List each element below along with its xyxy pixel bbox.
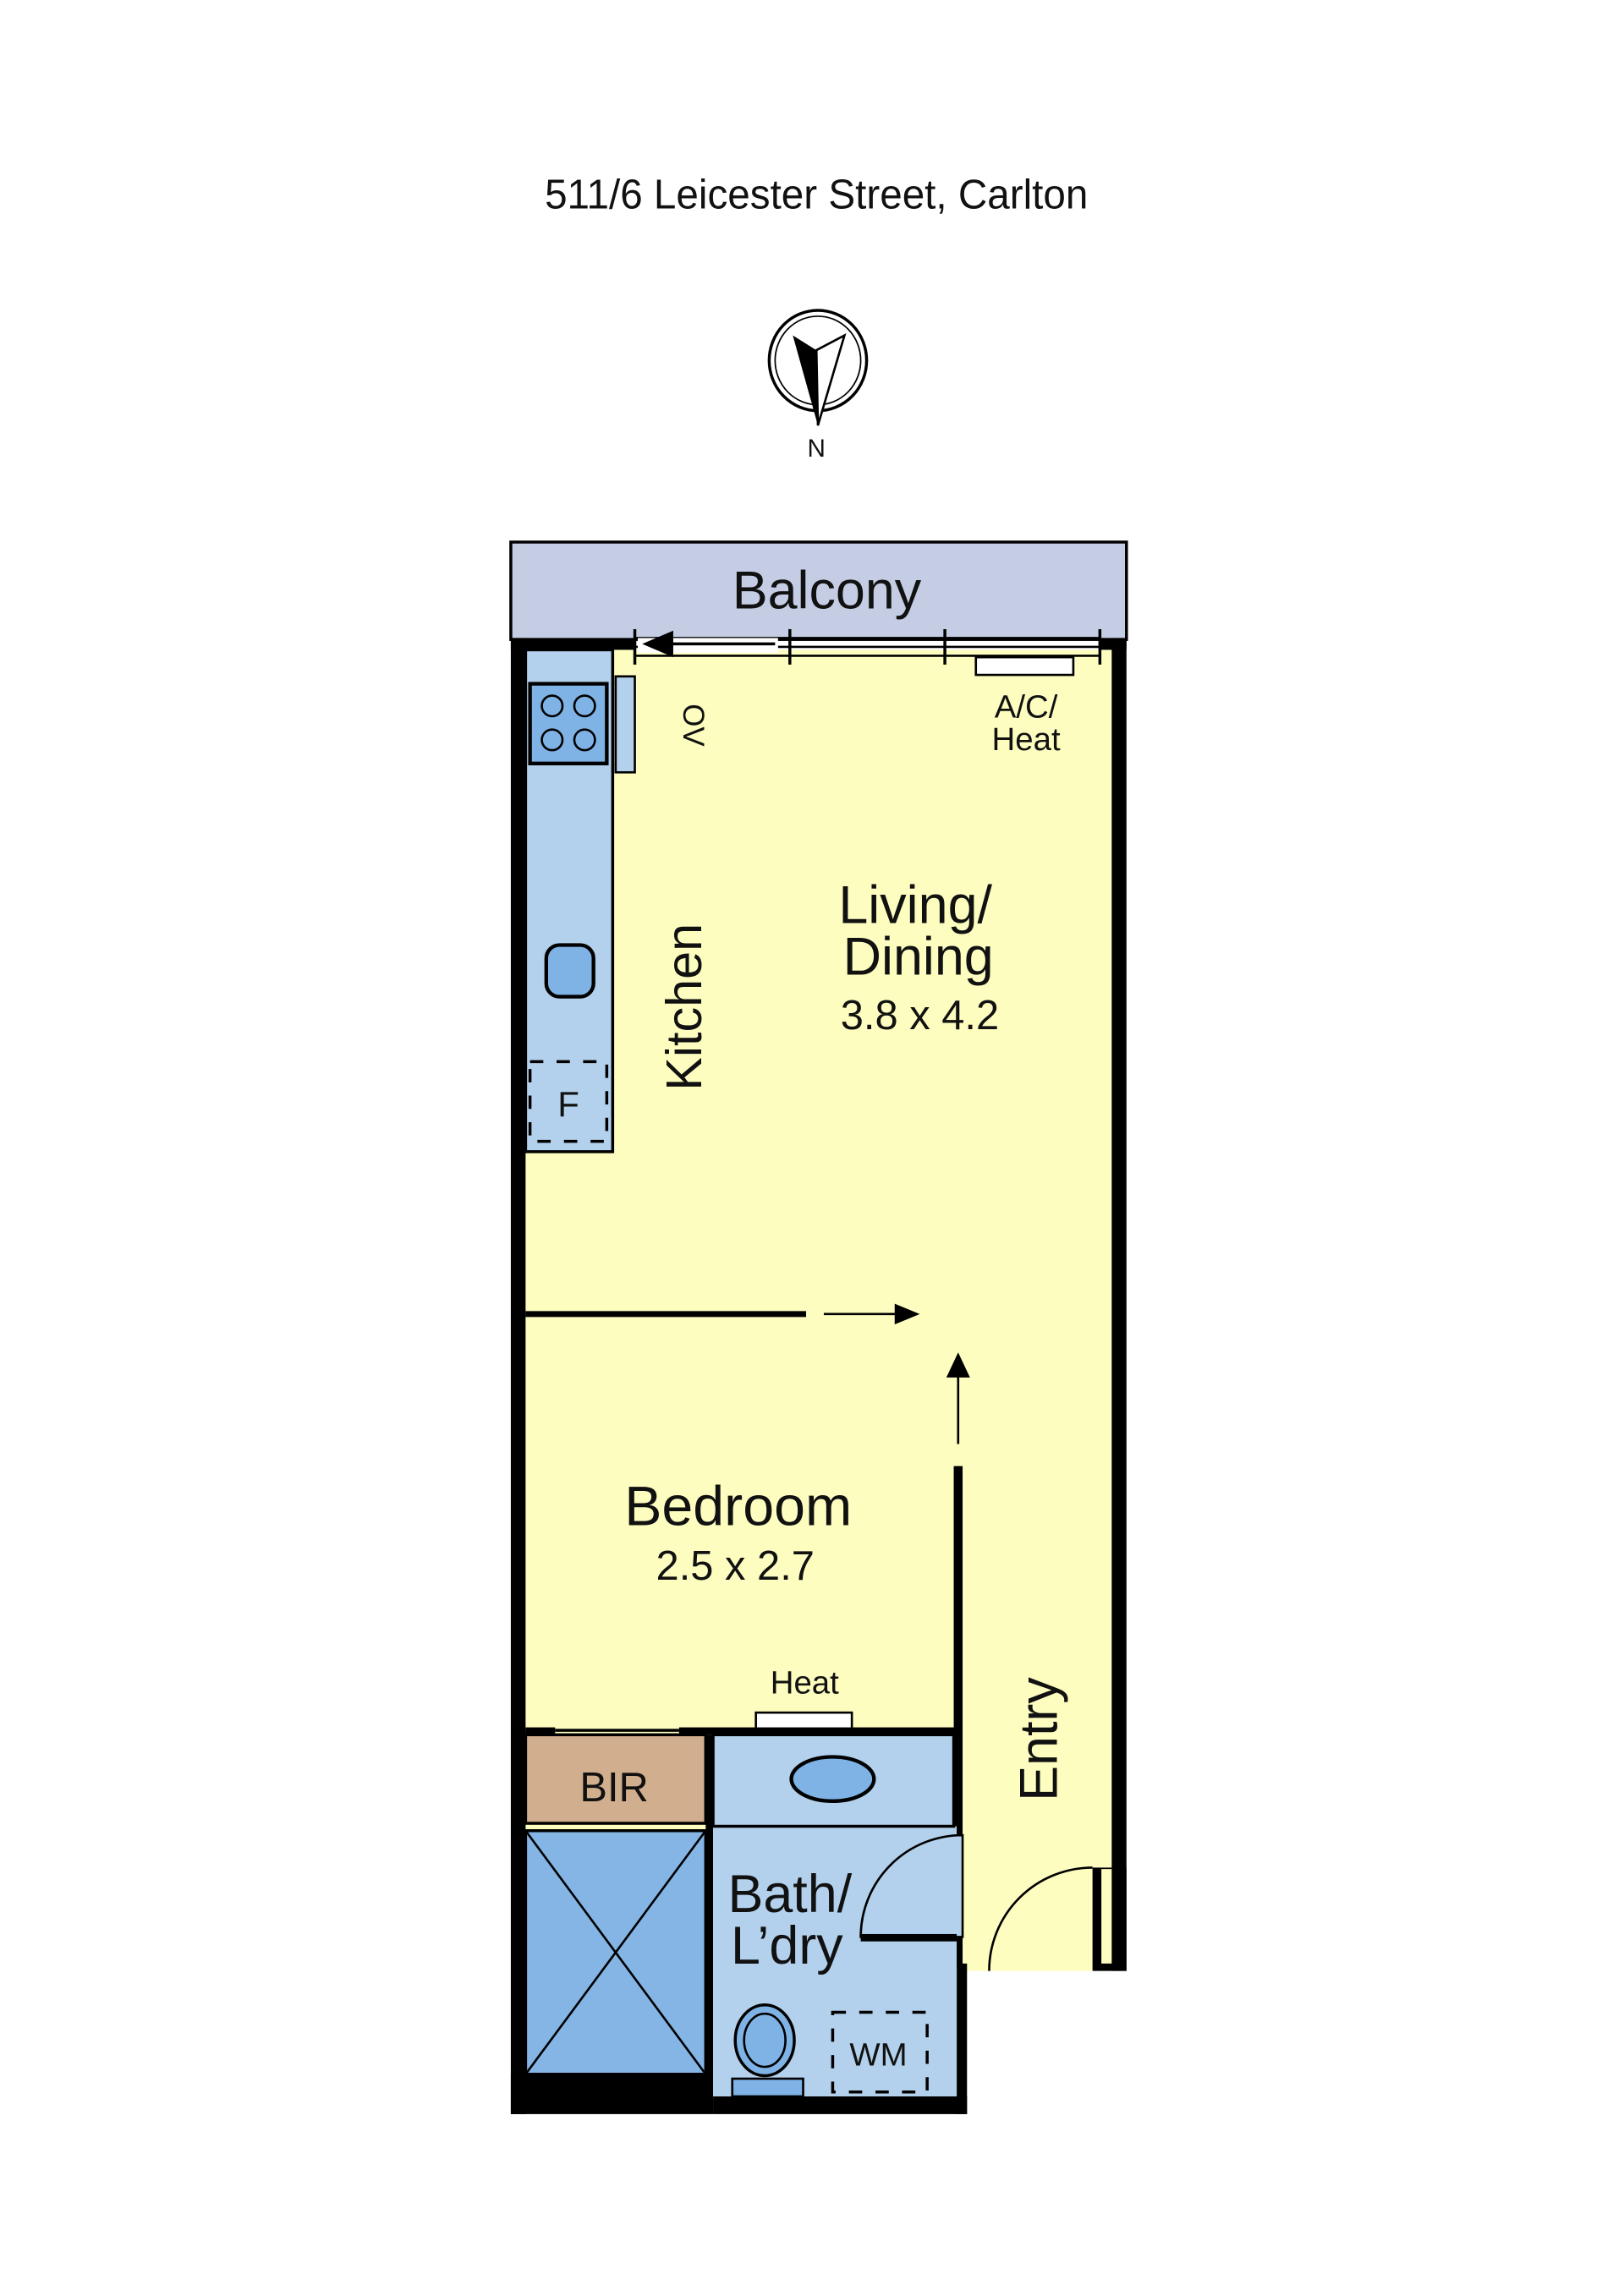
balcony-label: Balcony [732, 562, 922, 621]
entry-arrow-icon [946, 1352, 970, 1444]
washing-machine-label: WM [849, 2036, 907, 2073]
oven [614, 675, 636, 774]
oven-label: OV [677, 704, 710, 747]
ac-label-line1: A/C/ [995, 689, 1058, 726]
washing-machine-space [831, 2010, 929, 2094]
balcony-area [509, 540, 1128, 641]
bedroom-bottom-wall [525, 1727, 960, 1735]
cooktop-icon [528, 682, 609, 765]
shower [524, 1829, 708, 2076]
bathroom-door[interactable] [859, 1833, 964, 1942]
balcony-sliding-door[interactable] [633, 628, 1102, 665]
toilet-icon [731, 2003, 804, 2098]
living-label-line2: Dining [843, 927, 994, 986]
living-label-line1: Living/ [838, 875, 992, 934]
kitchen-sink-icon [544, 943, 595, 999]
bedroom-heat-label: Heat [771, 1664, 839, 1701]
basin-icon [789, 1755, 876, 1804]
bedroom-door-arrow-icon [823, 1303, 920, 1325]
kitchen-label: Kitchen [656, 923, 712, 1091]
bedroom-wall [525, 1311, 807, 1318]
north-compass-icon [767, 309, 869, 426]
fridge-space [528, 1060, 609, 1143]
ac-label-line2: Heat [992, 721, 1061, 758]
bir-label: BIR [579, 1765, 648, 1811]
compass-north-label: N [808, 435, 826, 463]
bedroom-dimensions: 2.5 x 2.7 [656, 1543, 815, 1589]
exterior-walls [510, 638, 1127, 2114]
bath-label-line2: L’dry [731, 1916, 843, 1975]
bath-label-line1: Bath/ [727, 1865, 852, 1924]
entry-wall [953, 1466, 963, 1969]
ac-heat-unit [974, 655, 1075, 677]
entry-door[interactable] [988, 1866, 1093, 1971]
entry-label: Entry [1010, 1677, 1069, 1801]
fridge-label: F [557, 1084, 579, 1124]
address-title: 511/6 Leicester Street, Carlton [545, 173, 1088, 218]
living-dimensions: 3.8 x 4.2 [841, 993, 999, 1038]
built-in-robe[interactable] [524, 1733, 708, 1825]
bedroom-label: Bedroom [624, 1475, 852, 1537]
